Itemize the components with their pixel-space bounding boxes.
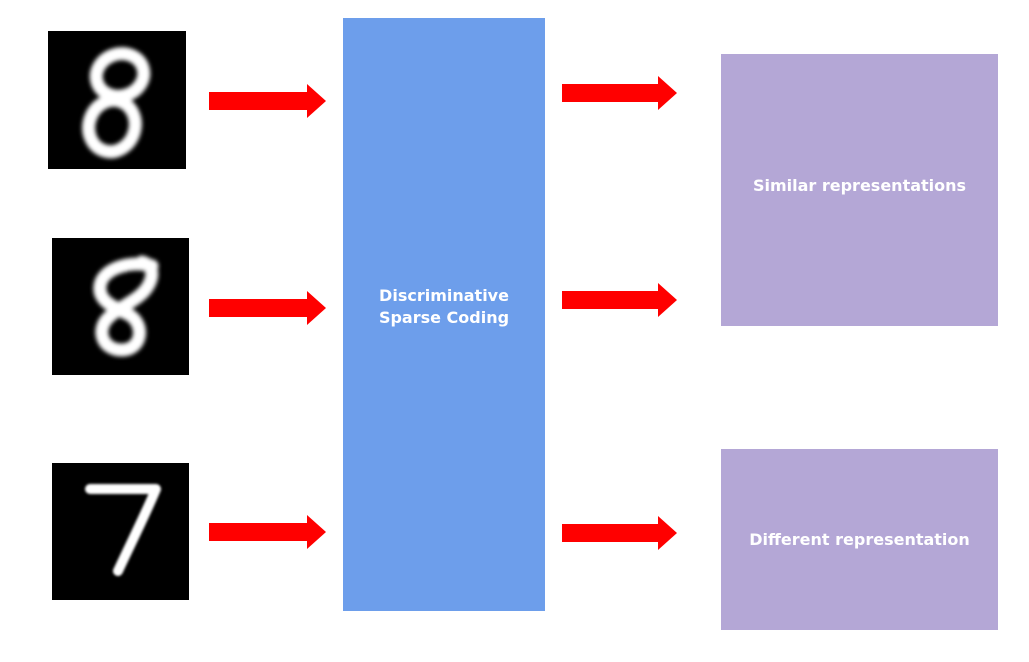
similar-representations-box: Similar representations [721,54,998,326]
arrow-output-1 [562,76,677,110]
right-arrow-icon [209,291,326,325]
digit-eight-icon [93,255,159,357]
right-arrow-icon [562,76,677,110]
digit-eight-icon [82,47,151,159]
right-arrow-icon [209,84,326,118]
input-digit-7 [52,463,189,600]
center-block-label: Discriminative Sparse Coding [378,286,510,327]
arrow-input-3 [209,515,326,549]
input-digit-8-b [52,238,189,375]
right-arrow-icon [562,516,677,550]
discriminative-sparse-coding-block: Discriminative Sparse Coding [343,18,545,611]
different-representation-label: Different representation [749,529,970,549]
arrow-input-1 [209,84,326,118]
arrow-output-2 [562,283,677,317]
right-arrow-icon [562,283,677,317]
different-representation-box: Different representation [721,449,998,630]
similar-representations-label: Similar representations [752,176,967,195]
arrow-output-3 [562,516,677,550]
digit-seven-icon [85,484,161,576]
right-arrow-icon [209,515,326,549]
input-digit-8-a [48,31,186,169]
arrow-input-2 [209,291,326,325]
